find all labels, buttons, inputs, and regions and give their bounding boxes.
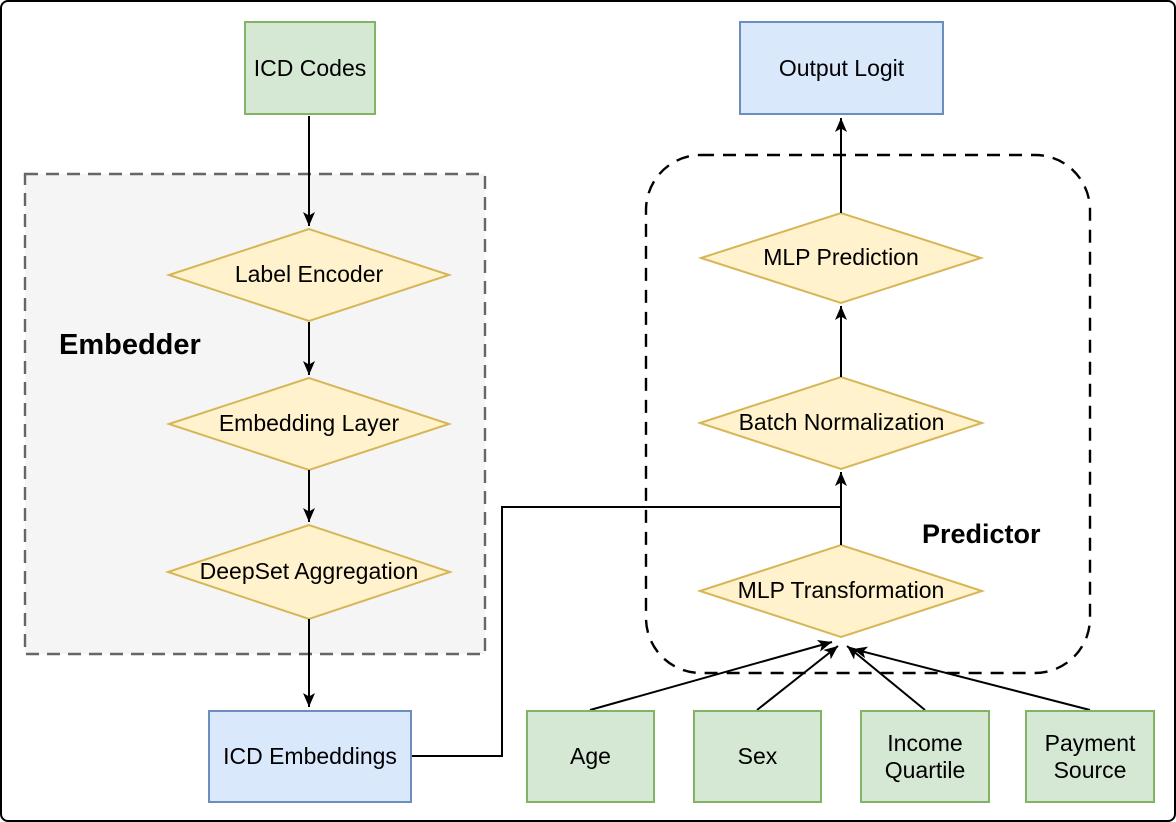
edge-payment-source-to-mlp-transformation <box>852 646 1091 711</box>
node-batch-normalization-diamond <box>696 375 986 471</box>
node-sex: Sex <box>693 710 822 803</box>
node-deepset-aggregation-diamond <box>164 523 454 621</box>
node-label-encoder-diamond <box>165 227 453 323</box>
node-mlp-transformation-diamond <box>696 543 986 639</box>
edge-age-to-mlp-transformation <box>589 640 833 711</box>
node-icd-codes: ICD Codes <box>244 21 376 115</box>
node-age: Age <box>526 710 655 803</box>
embedder-group-label: Embedder <box>59 329 201 361</box>
edge-income-quartile-to-mlp-transformation <box>846 645 926 711</box>
predictor-group-box <box>644 153 1092 675</box>
edge-icd-embeddings-to-predictor <box>412 506 841 757</box>
node-payment-source: Payment Source <box>1025 710 1155 803</box>
node-mlp-prediction-diamond <box>697 211 985 305</box>
node-income-quartile: Income Quartile <box>860 710 990 803</box>
node-icd-embeddings: ICD Embeddings <box>208 710 412 803</box>
edge-sex-to-mlp-transformation <box>756 645 839 711</box>
node-embedding-layer-diamond <box>165 376 453 472</box>
predictor-group-label: Predictor <box>922 519 1041 549</box>
node-output-logit: Output Logit <box>739 21 944 115</box>
